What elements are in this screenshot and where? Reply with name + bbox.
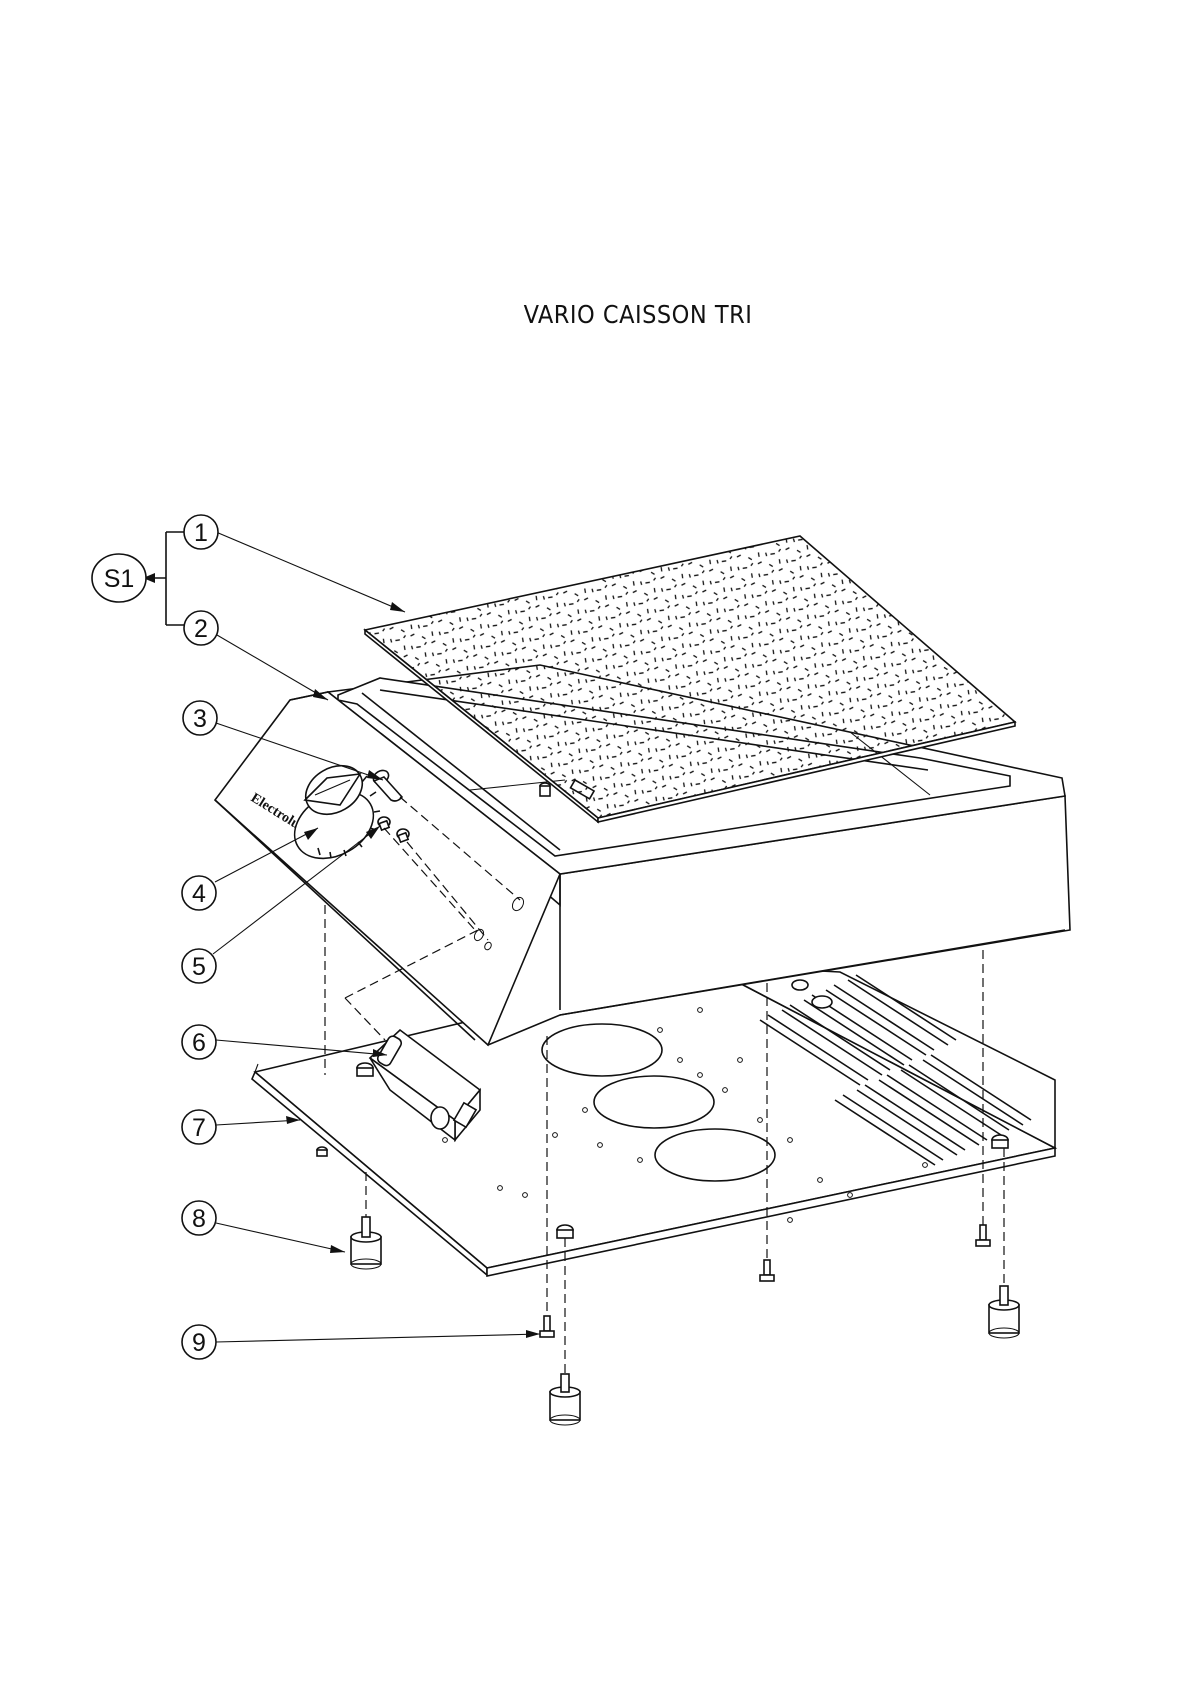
callout-label: 2 [194, 615, 208, 643]
callout-7: 7 [182, 1110, 216, 1144]
callout-label: 8 [192, 1205, 206, 1233]
callout-s1: S1 [92, 554, 146, 602]
callout-2: 2 [184, 611, 218, 645]
callout-3: 3 [183, 701, 217, 735]
callout-label: 9 [192, 1329, 206, 1357]
callout-5: 5 [182, 949, 216, 983]
foot-right [989, 1286, 1019, 1338]
callout-label: 7 [192, 1114, 206, 1142]
foot-front [550, 1374, 580, 1425]
feet [351, 1217, 1019, 1425]
callout-8: 8 [182, 1201, 216, 1235]
callout-4: 4 [182, 876, 216, 910]
base-plate [252, 965, 1055, 1276]
foot-left [351, 1217, 381, 1269]
callout-6: 6 [182, 1025, 216, 1059]
callout-s1-label: S1 [104, 565, 135, 593]
callout-1: 1 [184, 515, 218, 549]
diagram-title: VARIO CAISSON TRI [0, 300, 1191, 329]
callout-label: 6 [192, 1029, 206, 1057]
callout-label: 3 [193, 705, 207, 733]
group-bracket [143, 532, 185, 625]
callout-label: 1 [194, 519, 208, 547]
callout-9: 9 [182, 1325, 216, 1359]
callout-label: 4 [192, 880, 206, 908]
callout-label: 5 [192, 953, 206, 981]
